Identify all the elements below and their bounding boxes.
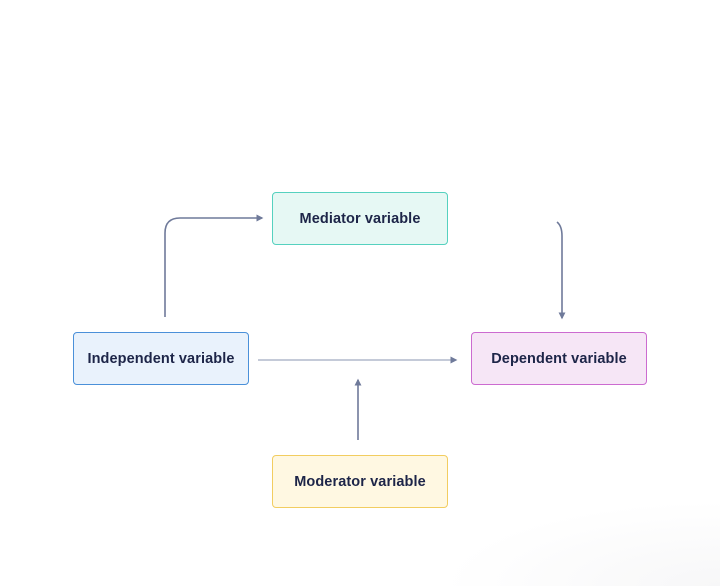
background-shade	[440, 500, 720, 586]
independent-variable-node: Independent variable	[73, 332, 249, 385]
moderator-variable-node: Moderator variable	[272, 455, 448, 508]
arrow-independent-to-mediator	[164, 214, 264, 317]
independent-variable-label: Independent variable	[87, 350, 235, 367]
arrow-mediator-to-dependent	[556, 221, 566, 320]
moderator-variable-label: Moderator variable	[294, 473, 426, 490]
dependent-variable-node: Dependent variable	[471, 332, 647, 385]
mediator-variable-node: Mediator variable	[272, 192, 448, 245]
mediator-variable-label: Mediator variable	[299, 210, 421, 227]
dependent-variable-label: Dependent variable	[491, 350, 627, 367]
